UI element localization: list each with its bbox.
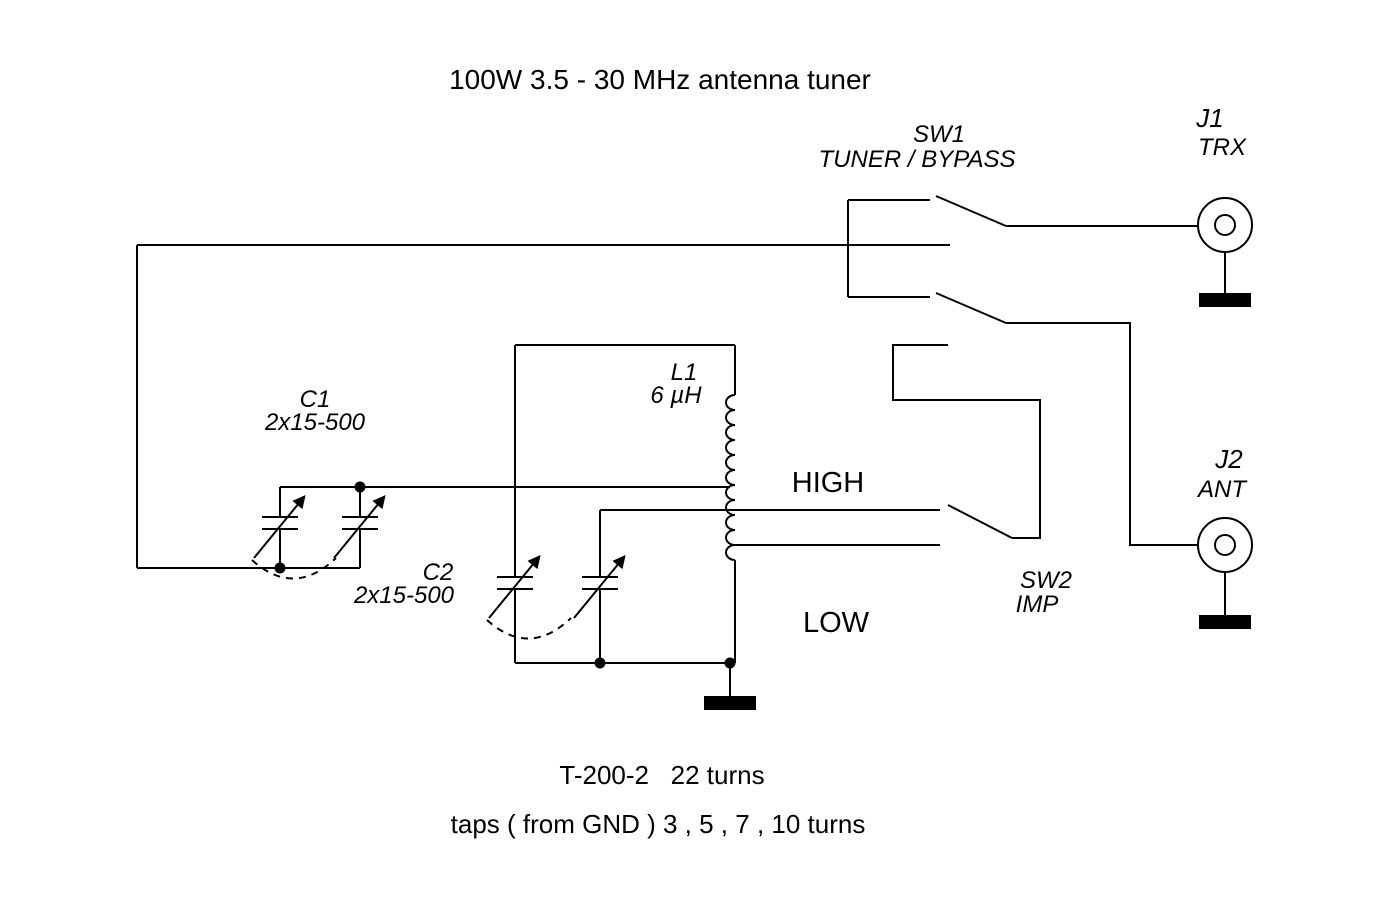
j2-label: J2 (1214, 444, 1243, 474)
sw1-blade-2 (935, 292, 1007, 324)
wire-to-j2 (1006, 322, 1198, 546)
junction-dot (594, 657, 606, 669)
c1-gang-link (251, 557, 337, 580)
sw1-sublabel: TUNER / BYPASS (819, 146, 1016, 173)
sw2-blade (947, 504, 1013, 539)
j1-sublabel: TRX (1198, 134, 1247, 161)
junction-dot (724, 657, 736, 669)
c1b-variable-arrow (333, 494, 386, 559)
junction-dot (354, 481, 366, 493)
page-title: 100W 3.5 - 30 MHz antenna tuner (449, 64, 871, 95)
l1-coil (725, 394, 736, 561)
high-tap-label: HIGH (792, 467, 865, 499)
c1-value: 2x15-500 (264, 409, 366, 436)
j2-sublabel: ANT (1196, 476, 1248, 503)
j2-connector (1197, 517, 1253, 573)
j2-connector-inner (1214, 534, 1236, 556)
l1-label: L1 (671, 359, 698, 386)
c2a-variable-arrow (488, 554, 541, 619)
j2-ground-bar (1199, 615, 1251, 629)
j1-connector (1197, 197, 1253, 253)
tank-ground-bar (704, 696, 756, 710)
c2-gang-link (486, 617, 572, 640)
wires (136, 195, 1226, 697)
j1-label: J1 (1195, 103, 1223, 133)
j1-ground-bar (1199, 293, 1251, 307)
j1-connector-inner (1214, 214, 1236, 236)
c2b-variable-arrow (573, 554, 626, 619)
c2-label: C2 (423, 559, 454, 586)
sw2-label: SW2 (1020, 567, 1072, 594)
taps-note: taps ( from GND ) 3 , 5 , 7 , 10 turns (451, 809, 866, 839)
low-tap-label: LOW (803, 607, 870, 639)
junction-dot (274, 562, 286, 574)
c1a-variable-arrow (253, 494, 306, 559)
sw2-sublabel: IMP (1016, 591, 1059, 618)
core-note: T-200-2 22 turns (559, 760, 764, 790)
l1-value: 6 µH (650, 382, 702, 409)
c1-label: C1 (300, 386, 331, 413)
wire-sw1-to-sw2 (892, 344, 1041, 539)
c2-value: 2x15-500 (353, 582, 455, 609)
sw1-blade-1 (935, 195, 1007, 227)
sw1-label: SW1 (913, 121, 965, 148)
